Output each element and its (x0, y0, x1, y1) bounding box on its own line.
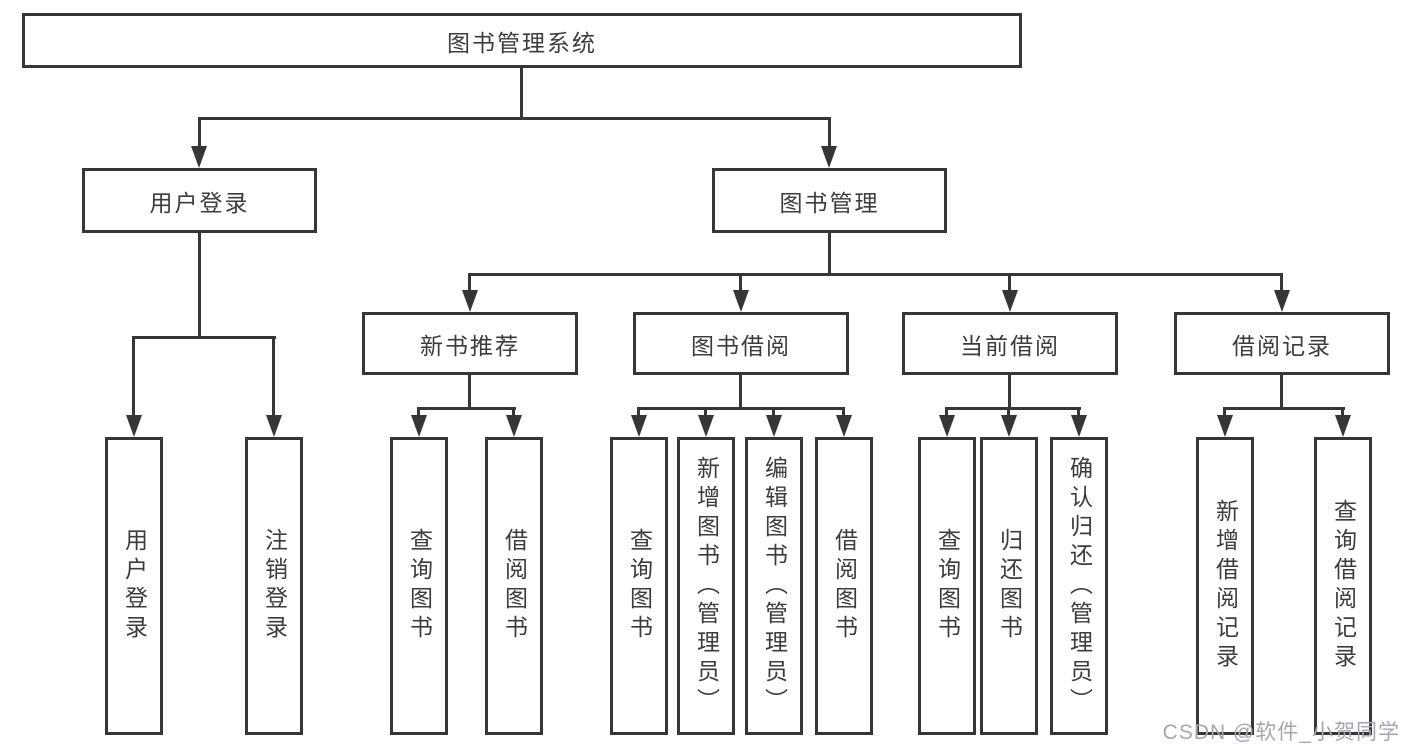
connector-line (945, 407, 948, 415)
node-book-management-label: 图书管理 (779, 189, 880, 216)
connector-line (198, 233, 201, 336)
node-root-label: 图书管理系统 (447, 29, 597, 56)
connector-arrowhead (1001, 415, 1017, 437)
leaf-label: 查询借阅记录 (1330, 499, 1357, 673)
connector-line (739, 375, 742, 407)
connector-arrowhead (1274, 290, 1290, 312)
connector-arrowhead (191, 146, 207, 168)
connector-line (842, 407, 845, 415)
leaf-label: 查询图书 (626, 528, 653, 644)
csdn-watermark: CSDN @软件_小贺同学 (1162, 721, 1400, 744)
connector-arrowhead (1071, 415, 1087, 437)
leaf-label: 查询图书 (934, 528, 961, 644)
leaf-label: 归还图书 (996, 528, 1023, 644)
leaf-add-books-admin: 新增图书（管理员） (677, 437, 735, 735)
leaf-label: 借阅图书 (831, 528, 858, 644)
connector-line (704, 407, 707, 415)
connector-arrowhead (1335, 415, 1351, 437)
connector-line (1223, 407, 1226, 415)
connector-arrowhead (939, 415, 955, 437)
connector-line (132, 336, 276, 339)
leaf-label: 借阅图书 (501, 528, 528, 644)
connector-arrowhead (821, 146, 837, 168)
connector-arrowhead (766, 415, 782, 437)
connector-line (1223, 407, 1345, 410)
leaf-label: 注销登录 (261, 528, 288, 644)
connector-line (637, 407, 845, 410)
leaf-user-login: 用户登录 (105, 437, 163, 735)
leaf-label: 用户登录 (121, 528, 148, 644)
leaf-query-books-current: 查询图书 (918, 437, 976, 735)
leaf-confirm-return-admin: 确认归还（管理员） (1050, 437, 1108, 735)
node-user-login: 用户登录 (82, 168, 317, 233)
connector-line (945, 407, 1081, 410)
connector-line (1008, 375, 1011, 407)
node-book-borrow: 图书借阅 (633, 312, 849, 375)
connector-line (1077, 407, 1080, 415)
connector-arrowhead (631, 415, 647, 437)
connector-line (512, 407, 515, 415)
leaf-label: 新增借阅记录 (1212, 499, 1239, 673)
connector-arrowhead (733, 290, 749, 312)
leaf-edit-books-admin: 编辑图书（管理员） (745, 437, 803, 735)
connector-line (772, 407, 775, 415)
node-new-book-recommend: 新书推荐 (362, 312, 578, 375)
connector-line (1341, 407, 1344, 415)
connector-line (468, 375, 471, 407)
leaf-logout: 注销登录 (245, 437, 303, 735)
connector-arrowhead (506, 415, 522, 437)
node-current-borrow: 当前借阅 (902, 312, 1118, 375)
connector-line (417, 407, 420, 415)
leaf-query-books-recommend: 查询图书 (390, 437, 448, 735)
connector-line (828, 117, 831, 146)
connector-arrowhead (1217, 415, 1233, 437)
connector-line (739, 273, 742, 290)
node-book-management: 图书管理 (712, 168, 947, 233)
leaf-label: 确认归还（管理员） (1066, 455, 1093, 717)
connector-line (828, 233, 831, 273)
leaf-query-borrow-record: 查询借阅记录 (1314, 437, 1372, 735)
leaf-return-books: 归还图书 (980, 437, 1038, 735)
node-current-borrow-label: 当前借阅 (960, 332, 1060, 359)
connector-line (1007, 407, 1010, 415)
connector-line (1280, 273, 1283, 290)
connector-line (520, 68, 523, 117)
node-root: 图书管理系统 (22, 13, 1022, 68)
leaf-label: 查询图书 (406, 528, 433, 644)
leaf-label: 编辑图书（管理员） (761, 455, 788, 717)
connector-line (198, 117, 201, 146)
connector-line (468, 273, 1283, 276)
leaf-label: 新增图书（管理员） (693, 455, 720, 717)
connector-arrowhead (836, 415, 852, 437)
connector-line (417, 407, 516, 410)
node-book-borrow-label: 图书借阅 (691, 332, 791, 359)
connector-line (1008, 273, 1011, 290)
connector-arrowhead (462, 290, 478, 312)
node-borrow-records: 借阅记录 (1174, 312, 1390, 375)
connector-arrowhead (411, 415, 427, 437)
node-new-book-recommend-label: 新书推荐 (420, 332, 520, 359)
connector-line (637, 407, 640, 415)
connector-arrowhead (126, 415, 142, 437)
leaf-query-books-borrow: 查询图书 (610, 437, 668, 735)
connector-line (198, 117, 831, 120)
leaf-add-borrow-record: 新增借阅记录 (1196, 437, 1254, 735)
connector-line (272, 336, 275, 415)
connector-line (468, 273, 471, 290)
node-user-login-label: 用户登录 (149, 189, 250, 216)
connector-arrowhead (1002, 290, 1018, 312)
connector-line (132, 336, 135, 415)
connector-arrowhead (698, 415, 714, 437)
leaf-borrow-books: 借阅图书 (815, 437, 873, 735)
leaf-borrow-books-recommend: 借阅图书 (485, 437, 543, 735)
node-borrow-records-label: 借阅记录 (1232, 332, 1332, 359)
connector-line (1280, 375, 1283, 407)
connector-arrowhead (266, 415, 282, 437)
